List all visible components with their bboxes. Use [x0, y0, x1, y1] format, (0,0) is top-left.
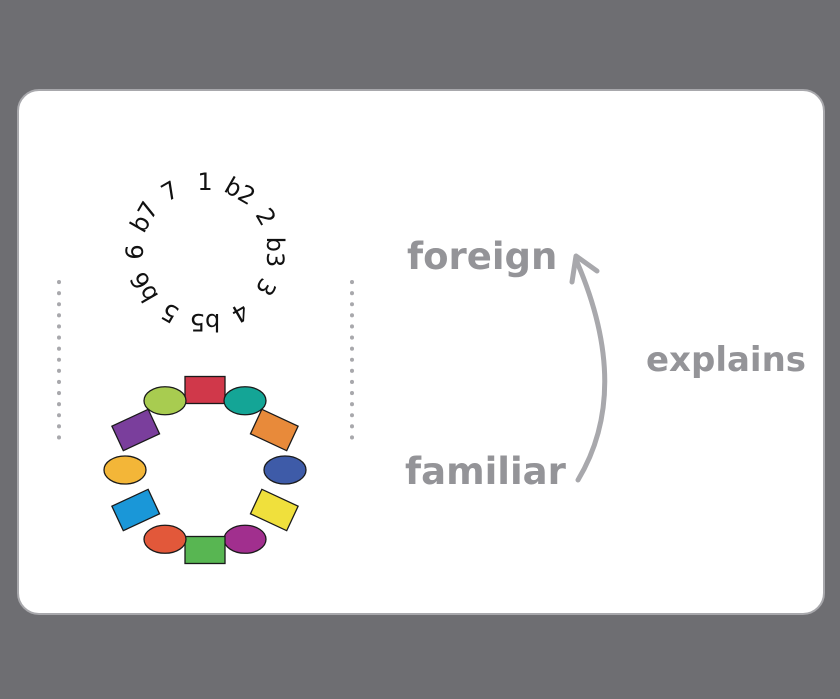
interval-label: b3: [261, 237, 289, 268]
label-familiar: familiar: [405, 450, 567, 493]
interval-label: b5: [190, 308, 221, 336]
shape-diamond: [249, 488, 299, 532]
interval-label: b7: [125, 197, 165, 237]
diagram-card: [17, 89, 825, 615]
interval-label: b6: [125, 267, 165, 307]
interval-label: 2: [250, 203, 282, 230]
shape-diamond: [249, 408, 299, 452]
shape-ellipse: [143, 524, 187, 554]
label-foreign: foreign: [407, 235, 557, 278]
curved-arrow-shaft: [574, 259, 608, 483]
shape-ellipse: [143, 386, 187, 416]
shape-diamond: [111, 408, 161, 452]
shape-ellipse: [263, 455, 307, 485]
shape-square: [184, 375, 226, 405]
interval-label: 3: [250, 273, 282, 300]
colored-shape-ring: [103, 375, 307, 565]
interval-label: 4: [226, 297, 253, 329]
interval-label: 7: [156, 175, 183, 207]
shape-diamond: [111, 488, 161, 532]
shape-ellipse: [103, 455, 147, 485]
interval-label: b2: [220, 172, 260, 212]
shape-ellipse: [223, 386, 267, 416]
shape-square: [184, 535, 226, 565]
shape-ellipse: [223, 524, 267, 554]
label-explains: explains: [646, 340, 806, 380]
interval-label: 6: [121, 244, 149, 259]
interval-label: 5: [156, 297, 183, 329]
curved-arrow-head-icon: [569, 253, 600, 285]
interval-label: 1: [197, 168, 212, 196]
